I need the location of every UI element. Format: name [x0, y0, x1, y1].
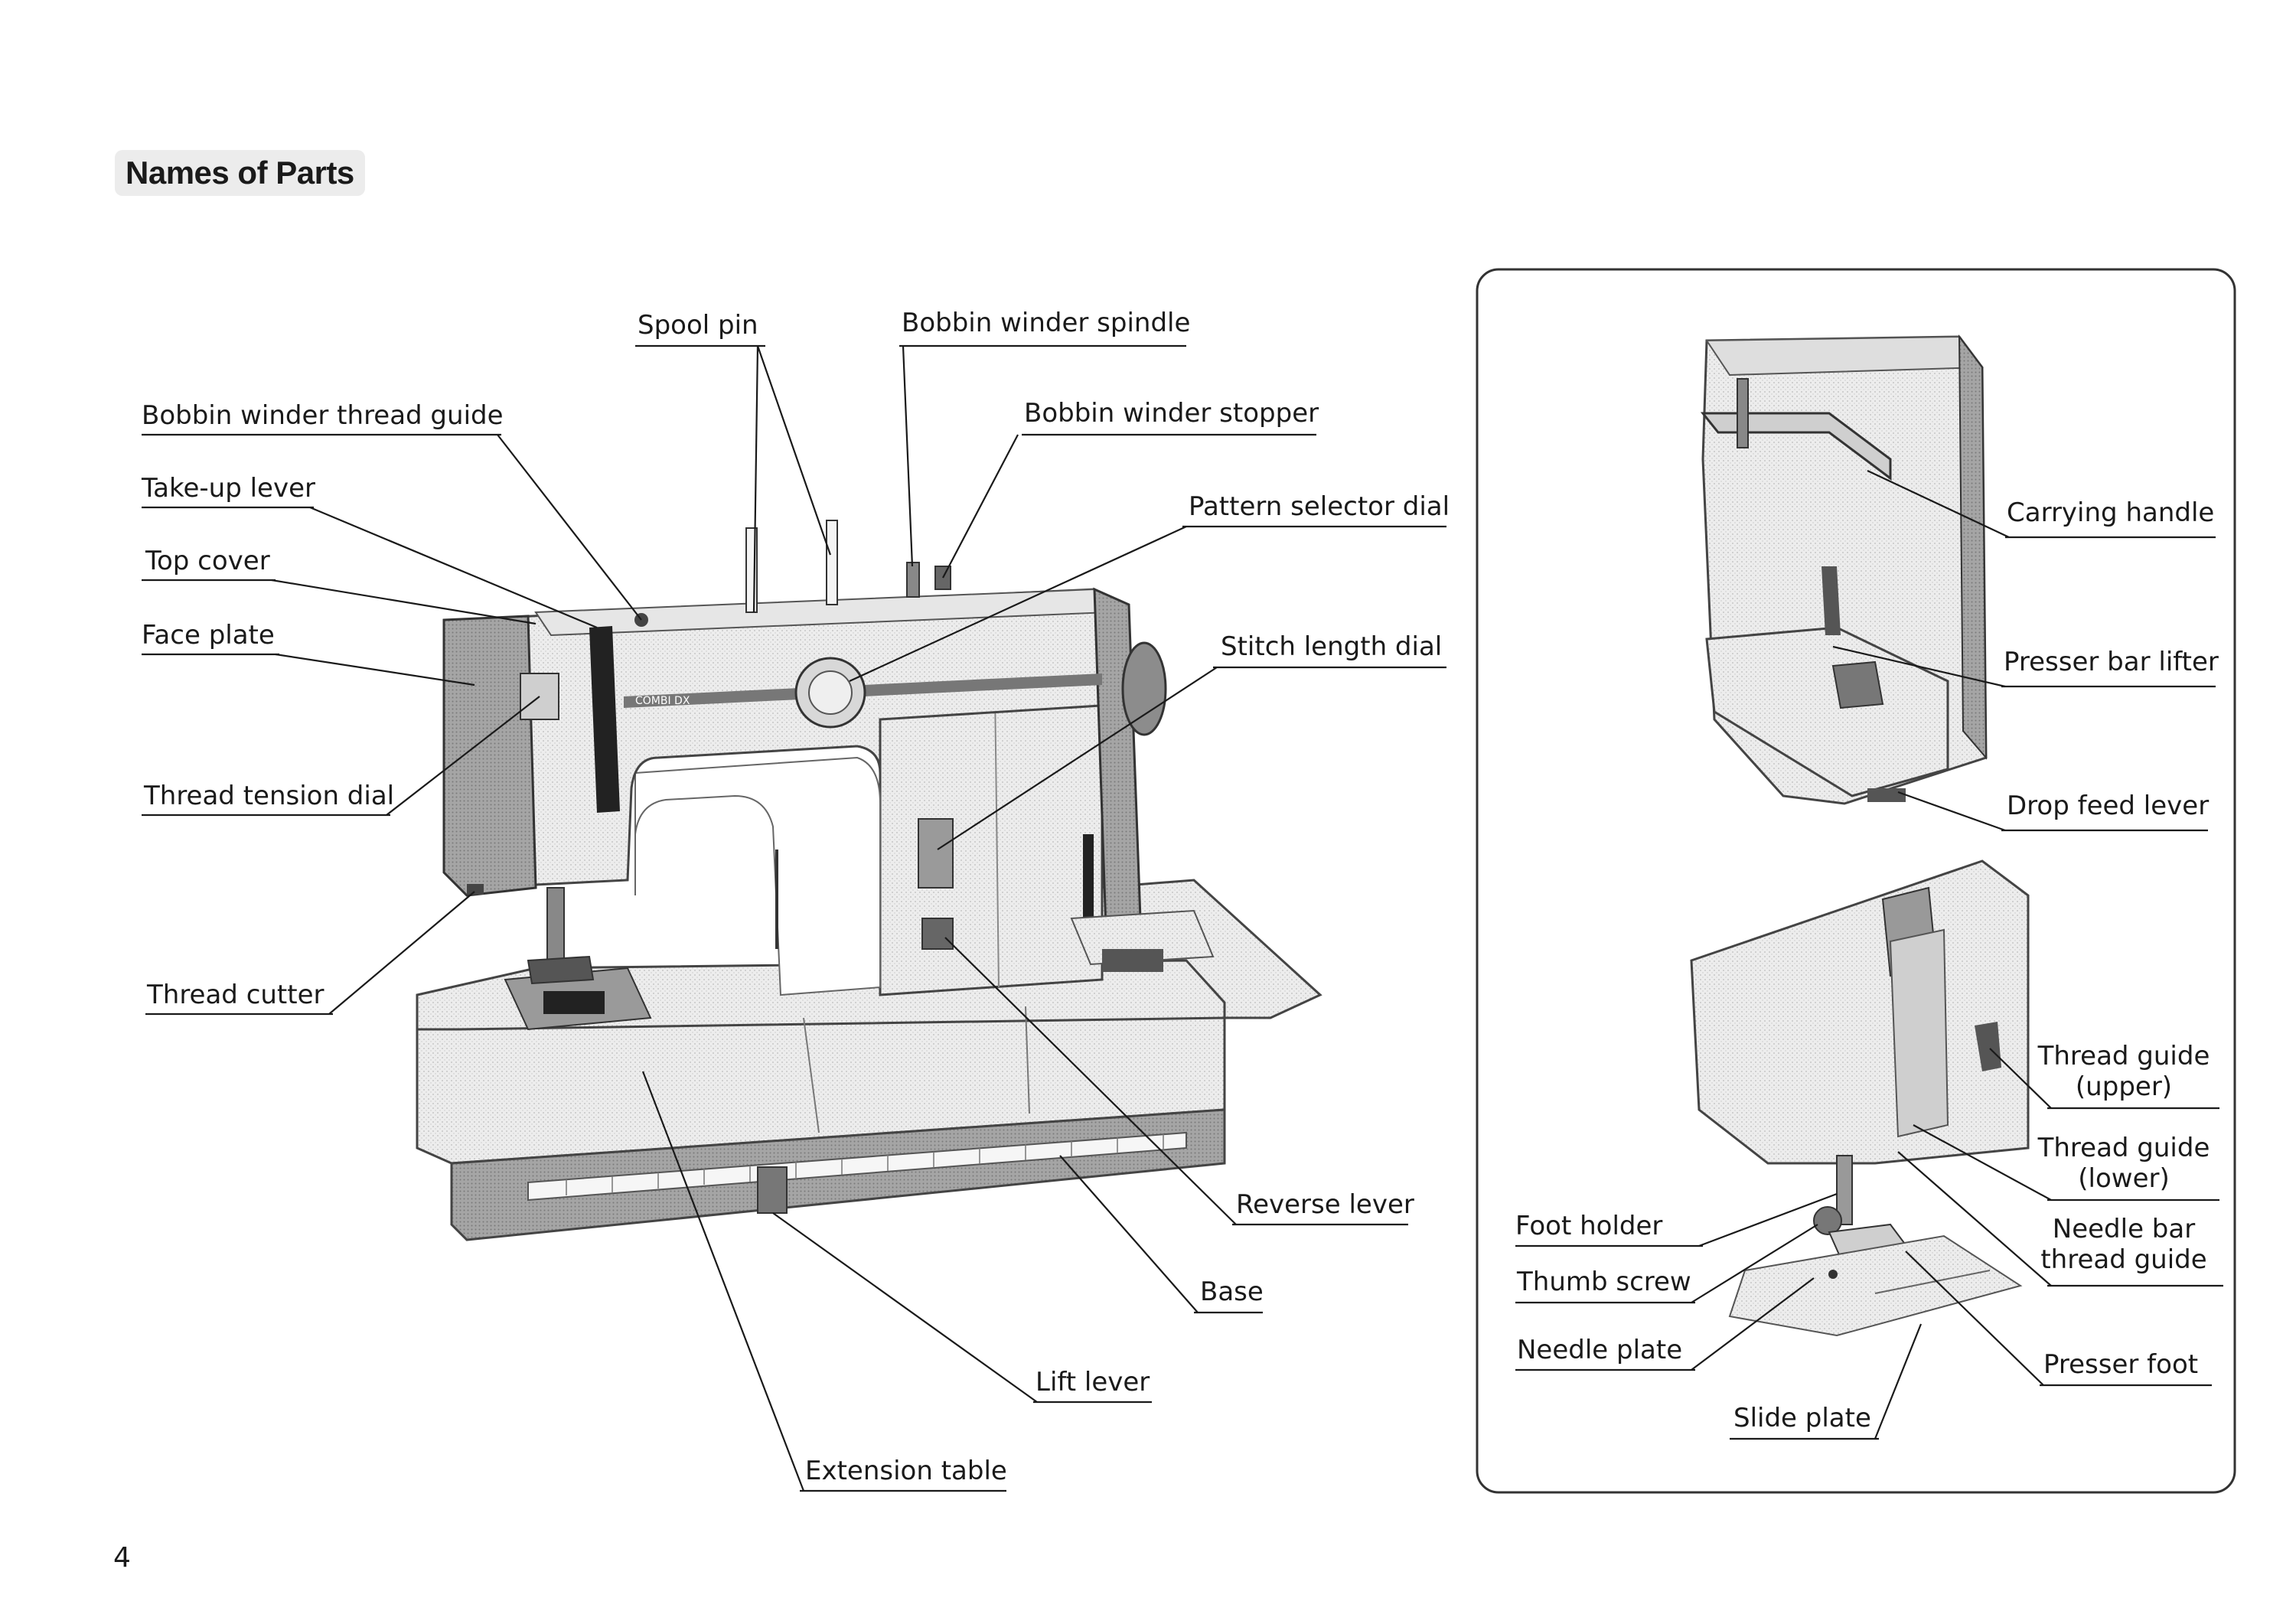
sewing-machine-illustration: COMBI DX [416, 520, 1322, 1241]
label-foot-holder: Foot holder [1515, 1211, 1663, 1241]
label-needle-bar-thread-guide-line2: thread guide [2040, 1244, 2207, 1275]
label-reverse-lever: Reverse lever [1236, 1189, 1414, 1220]
spool-pin-right [826, 520, 838, 605]
take-up-slot [589, 626, 620, 813]
label-needle-bar-thread-guide-line1: Needle bar [2052, 1214, 2196, 1244]
label-thread-guide-lower-line1: Thread guide [2037, 1133, 2210, 1163]
label-thumb-screw: Thumb screw [1517, 1267, 1691, 1297]
pillar [879, 680, 1104, 996]
label-extension-table: Extension table [805, 1456, 1007, 1486]
label-thread-guide-lower: Thread guide (lower) [2036, 1133, 2212, 1194]
page-number: 4 [113, 1542, 131, 1573]
label-bobbin-winder-spindle: Bobbin winder spindle [902, 308, 1191, 338]
label-presser-bar-lifter: Presser bar lifter [2004, 647, 2219, 677]
brand-text: COMBI DX [635, 695, 690, 707]
label-stitch-length-dial: Stitch length dial [1221, 631, 1443, 662]
inset-bottom-illustration [1690, 859, 2030, 1337]
label-base: Base [1200, 1277, 1264, 1307]
arm-main [446, 588, 1127, 889]
face-end [442, 615, 537, 897]
label-needle-plate: Needle plate [1517, 1335, 1683, 1365]
label-spool-pin: Spool pin [638, 310, 758, 341]
hand-wheel [1121, 641, 1167, 736]
label-thread-tension-dial: Thread tension dial [144, 781, 395, 811]
label-thread-guide-upper: Thread guide (upper) [2036, 1041, 2212, 1102]
label-needle-bar-thread-guide: Needle bar thread guide [2036, 1214, 2212, 1275]
lift-lever-tab [757, 1166, 788, 1214]
label-drop-feed-lever: Drop feed lever [2007, 791, 2210, 821]
label-slide-plate: Slide plate [1733, 1403, 1871, 1433]
leader-lines [142, 344, 2223, 1492]
reverse-lever-knob [921, 918, 954, 950]
label-carrying-handle: Carrying handle [2007, 497, 2215, 528]
stitch-length-dial [918, 818, 954, 889]
label-face-plate: Face plate [142, 620, 275, 651]
needle-bar [546, 887, 565, 965]
inset-frame [1476, 268, 2236, 1494]
label-lift-lever: Lift lever [1035, 1367, 1150, 1397]
label-bobbin-winder-thread-guide: Bobbin winder thread guide [142, 400, 504, 431]
label-thread-cutter: Thread cutter [147, 980, 325, 1010]
page-title: Names of Parts [115, 150, 365, 196]
label-pattern-selector-dial: Pattern selector dial [1189, 491, 1450, 522]
inset-top-illustration [1700, 334, 1988, 805]
label-thread-guide-upper-line2: (upper) [2075, 1071, 2173, 1102]
carrying-handle-shape [1700, 412, 1892, 481]
arm-throat [634, 756, 881, 996]
label-thread-guide-upper-line1: Thread guide [2037, 1041, 2210, 1071]
label-thread-guide-lower-line2: (lower) [2078, 1163, 2170, 1194]
label-take-up-lever: Take-up lever [142, 473, 315, 504]
ruler-ticks [566, 1134, 1164, 1195]
label-top-cover: Top cover [145, 546, 270, 576]
label-presser-foot: Presser foot [2043, 1349, 2199, 1380]
ruler-strip [527, 1131, 1187, 1202]
label-bobbin-winder-stopper: Bobbin winder stopper [1024, 398, 1319, 429]
